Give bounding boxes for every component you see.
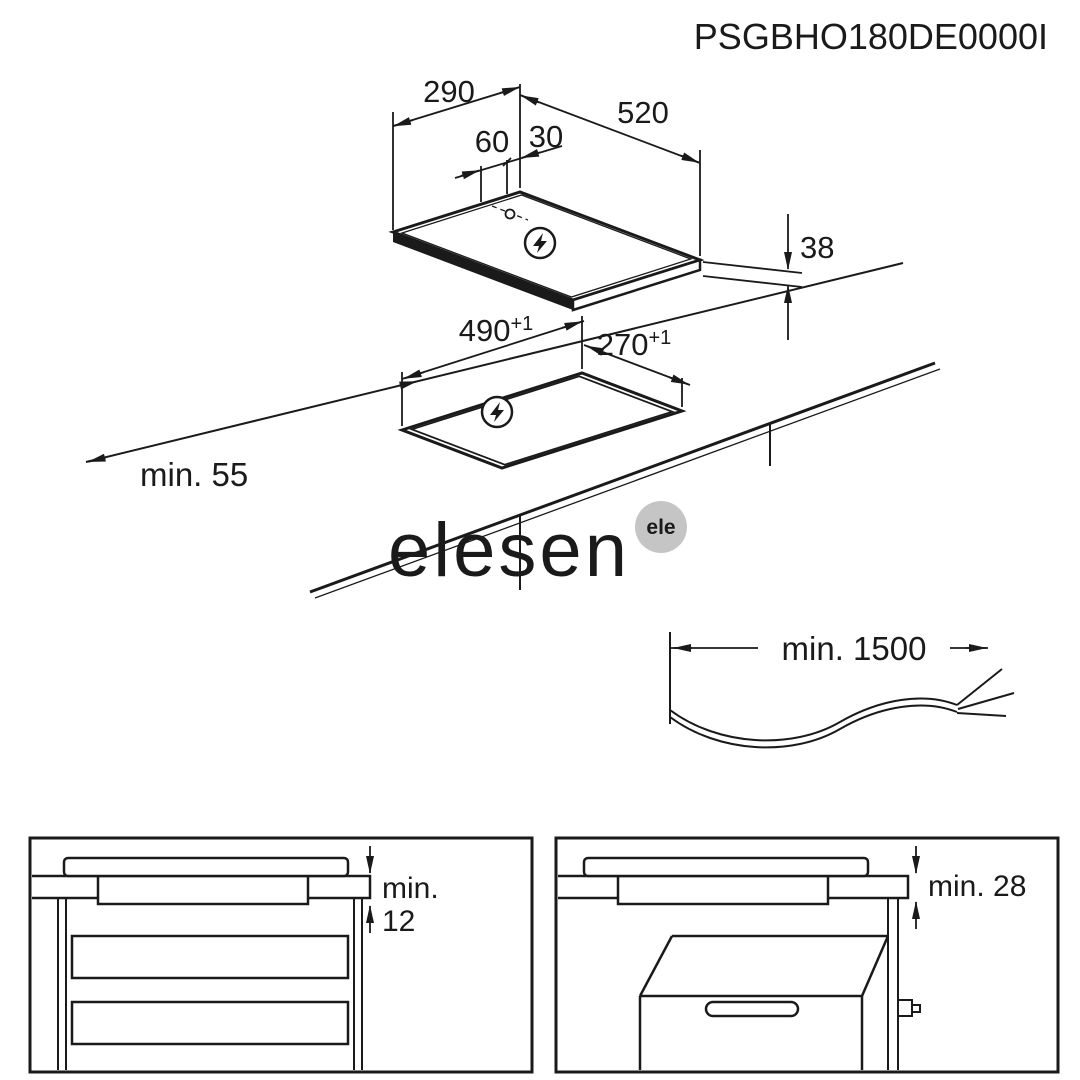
arrow (393, 117, 414, 127)
dimension-290: 290 (392, 74, 521, 230)
extension-line (702, 261, 803, 274)
cable-line-top (669, 697, 958, 742)
cable-offset-edge-label: 30 (529, 119, 563, 154)
cutout-inner-edge (409, 375, 675, 466)
watermark-badge-text: ele (646, 516, 675, 539)
cable-entry-mark (504, 208, 516, 220)
dimension-270: 270+1 (583, 327, 691, 407)
cabinet-hinge-pin (911, 1004, 921, 1013)
arrow (586, 345, 607, 356)
arrow (403, 369, 425, 380)
hob-width-label: 290 (423, 74, 475, 109)
extension-line (702, 275, 803, 288)
arrow (499, 86, 520, 97)
dimension-line (401, 320, 585, 380)
hob-underside-box (616, 874, 830, 906)
arrow (561, 320, 583, 331)
worktop-back-edge-line (85, 262, 904, 463)
dimension-line (519, 94, 701, 164)
arrow (521, 148, 541, 159)
drawer-clearance-label-bottom: 12 (382, 905, 415, 938)
watermark: elesen ele (388, 501, 687, 593)
electrical-connection-icon (523, 226, 557, 260)
cabinet-hinge (897, 999, 913, 1017)
hob-front-right-face (571, 258, 702, 312)
power-cable-drawing: min. 1500 (669, 630, 1015, 749)
cutout-depth-value: 490 (459, 313, 511, 348)
cable-wire-strand (957, 692, 1015, 710)
cabinet-oven-clearance-panel: min. 28 (554, 836, 1060, 1074)
model-number: PSGBHO180DE0000I (694, 16, 1048, 57)
oven-clearance-label: min. 28 (928, 870, 1026, 903)
drawer-front (70, 1000, 350, 1046)
cutout-width-label: 270+1 (597, 327, 672, 362)
dimension-tick (502, 157, 512, 167)
cutout-view (397, 371, 687, 470)
hob-depth-label: 520 (617, 95, 669, 130)
hob-thickness-label: 38 (800, 230, 834, 265)
hob-isometric-view (388, 190, 705, 312)
watermark-wordmark: elesen (388, 508, 630, 593)
hob-underside-box (96, 874, 310, 906)
cutout-outer-edge (397, 371, 687, 470)
cabinet-drawer-clearance-panel: min. 12 (28, 836, 534, 1074)
arrow (460, 169, 480, 180)
oven-right-slant (860, 935, 890, 997)
arrow (668, 374, 689, 386)
arrow (680, 152, 700, 164)
oven-handle (704, 1000, 800, 1018)
arrow (520, 94, 540, 106)
drawer-clearance-label-top: min. (382, 872, 439, 905)
hob-glass-inner-line (400, 194, 693, 298)
min55-arrow (87, 453, 107, 463)
cable-offset-total-label: 60 (475, 124, 509, 159)
cable-wire-strand (956, 712, 1007, 717)
dimension-60-30: 60 30 (454, 119, 563, 202)
cutout-depth-tolerance: +1 (510, 313, 533, 335)
hob-front-left-face (393, 232, 573, 310)
hob-profile (62, 856, 350, 878)
dimension-line (392, 86, 521, 127)
cable-wire-strand (956, 668, 1003, 706)
dimension-490: 490+1 (401, 313, 585, 426)
min-front-distance-label: min. 55 (140, 456, 248, 493)
oven-box (638, 934, 890, 1070)
cutout-width-value: 270 (597, 327, 649, 362)
oven-left-slant (638, 935, 674, 997)
cable-line-bottom (669, 704, 958, 749)
dimension-38: 38 (702, 214, 834, 340)
cable-length-label: min. 1500 (782, 630, 927, 667)
watermark-badge-circle (635, 501, 687, 553)
drawer-front (70, 934, 350, 980)
worktop-front-edge-thickness-line (314, 368, 941, 599)
dimension-520: 520 (519, 94, 701, 256)
electrical-connection-icon (480, 395, 514, 429)
worktop-front-edge-line (309, 361, 936, 594)
cutout-depth-label: 490+1 (459, 313, 534, 348)
cutout-width-tolerance: +1 (648, 327, 671, 349)
hob-profile (582, 856, 870, 878)
